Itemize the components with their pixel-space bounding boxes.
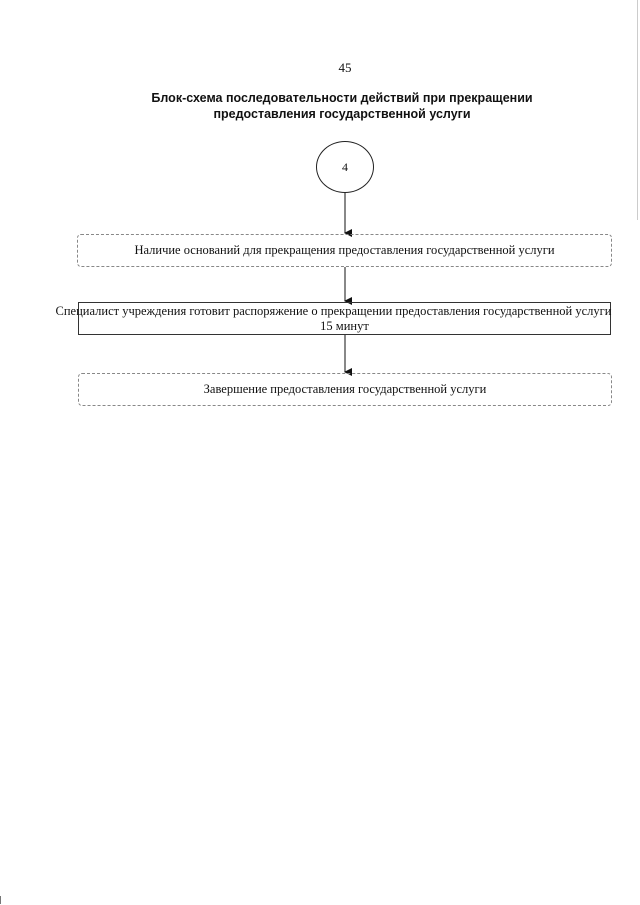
start-node-circle: 4 — [316, 141, 374, 193]
flow-step-2-duration: 15 минут — [320, 318, 369, 333]
scan-edge-mark-right — [637, 0, 638, 220]
start-node-label: 4 — [342, 159, 348, 174]
flow-step-1-text: Наличие оснований для прекращения предос… — [134, 243, 555, 257]
page-number: 45 — [338, 60, 352, 75]
title-line-2: предоставления государственной услуги — [213, 107, 471, 121]
flow-step-2-text: Специалист учреждения готовит распоряжен… — [55, 303, 612, 318]
title-line-1: Блок-схема последовательности действий п… — [151, 91, 533, 105]
scan-edge-mark-left — [0, 896, 1, 904]
flow-step-3: Завершение предоставления государственно… — [78, 373, 612, 406]
page-title: Блок-схема последовательности действий п… — [0, 90, 640, 122]
flow-step-3-text: Завершение предоставления государственно… — [203, 382, 487, 396]
flow-step-1: Наличие оснований для прекращения предос… — [77, 234, 612, 267]
flow-step-2: Специалист учреждения готовит распоряжен… — [56, 302, 611, 335]
